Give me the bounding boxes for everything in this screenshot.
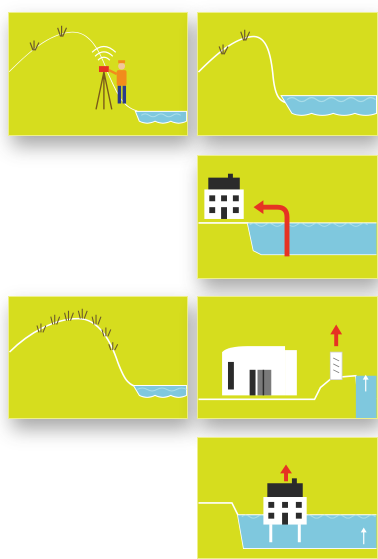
building-gauge-illustration xyxy=(198,297,377,418)
house-icon xyxy=(204,174,243,219)
survey-hill-illustration xyxy=(9,13,187,135)
panel-building-gauge xyxy=(197,296,378,419)
raised-house-illustration xyxy=(198,438,377,558)
panel-house-water xyxy=(197,155,378,279)
hill-outline-icon xyxy=(9,319,139,388)
red-arrow-icon xyxy=(330,325,342,347)
water-waves-icon xyxy=(135,111,186,123)
grass-tuft-icon xyxy=(37,309,118,350)
house-water-illustration xyxy=(198,156,377,278)
panel-grassy-hill xyxy=(8,296,188,419)
red-arrow-icon xyxy=(280,465,292,482)
water-waves-icon xyxy=(133,386,186,398)
panel-survey-hill xyxy=(8,12,188,136)
hill-outline-icon xyxy=(198,36,291,103)
tide-gauge-icon xyxy=(330,352,342,380)
panel-eroded-hill xyxy=(197,12,378,136)
grassy-hill-illustration xyxy=(9,297,187,418)
panel-raised-house xyxy=(197,437,378,559)
eroded-hill-illustration xyxy=(198,13,377,135)
building-icon xyxy=(222,346,297,395)
